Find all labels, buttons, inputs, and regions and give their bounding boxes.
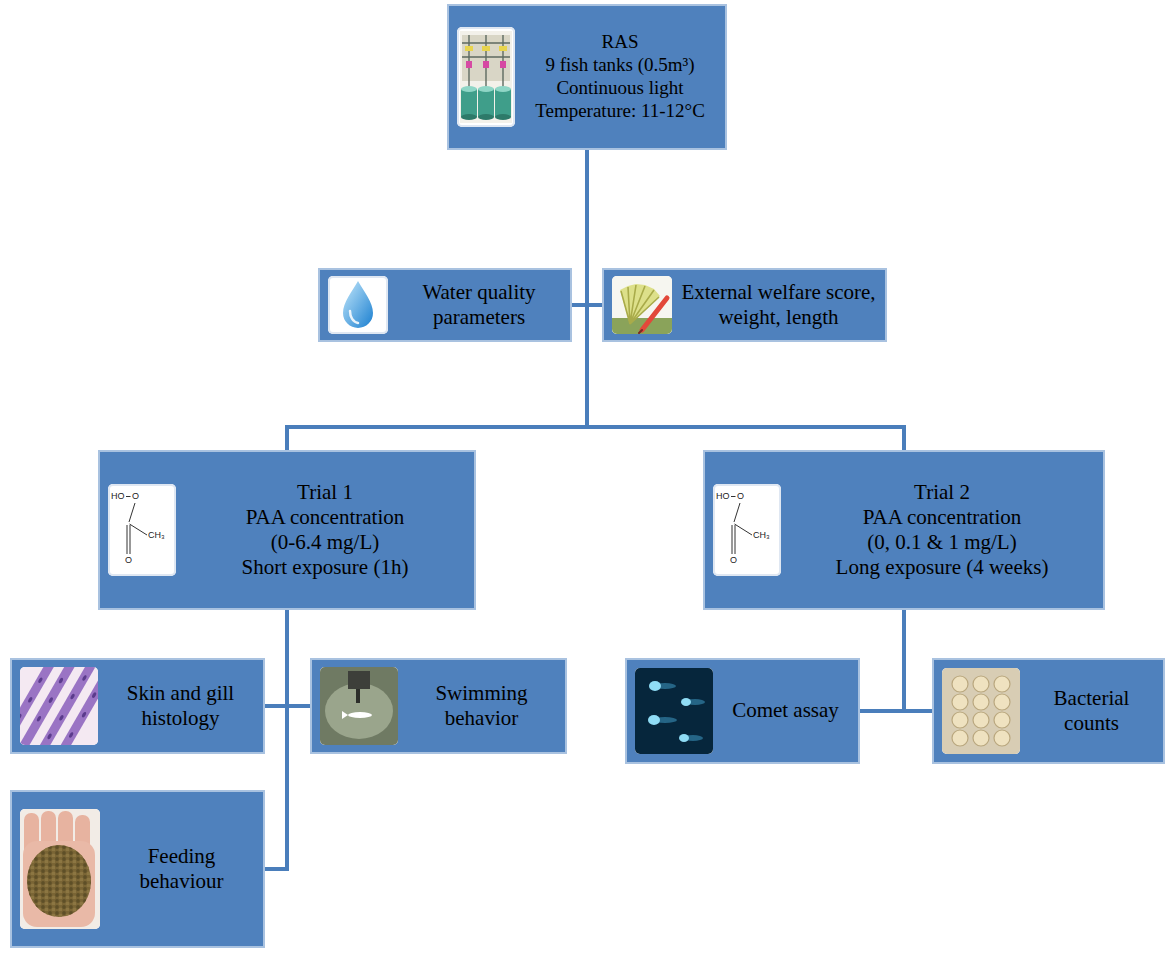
connector-line bbox=[265, 610, 287, 869]
box-heading: RAS bbox=[602, 31, 639, 54]
icon-picture: HO O O CH₃ bbox=[108, 484, 176, 576]
icon-picture: HO O O CH₃ bbox=[713, 484, 781, 576]
box-text: Bacterial counts bbox=[1028, 686, 1155, 736]
atom-label: O bbox=[730, 556, 737, 565]
text-column: RAS9 fish tanks (0.5m³)Continuous lightT… bbox=[523, 31, 717, 122]
trial-box: HO O O CH₃ Trial 1PAA concentration(0-6.4 mg… bbox=[98, 450, 476, 610]
icon-picture bbox=[328, 276, 388, 334]
text-column: Feeding behaviour bbox=[108, 844, 255, 894]
atom-label: CH₃ bbox=[753, 531, 770, 540]
text-column: Comet assay bbox=[721, 698, 850, 723]
text-column: Skin and gill histology bbox=[106, 681, 255, 731]
connector-line bbox=[860, 610, 904, 711]
connector-line bbox=[587, 150, 904, 450]
icon-illustration bbox=[20, 667, 98, 745]
icon-picture bbox=[612, 276, 672, 334]
connector-line bbox=[287, 150, 587, 450]
icon-picture bbox=[320, 667, 398, 745]
box-text: (0, 0.1 & 1 mg/L) bbox=[867, 530, 1016, 555]
box-text: 9 fish tanks (0.5m³) bbox=[545, 54, 694, 77]
box-text: Temperature: 11-12°C bbox=[535, 100, 705, 123]
icon-picture bbox=[942, 668, 1020, 754]
box-text: Skin and gill histology bbox=[106, 681, 255, 731]
atom-label: O bbox=[132, 492, 139, 501]
icon-illustration bbox=[612, 276, 672, 334]
icon-illustration bbox=[328, 276, 388, 334]
connector-line bbox=[287, 610, 310, 706]
box-text: PAA concentration bbox=[246, 505, 404, 530]
box-text: (0-6.4 mg/L) bbox=[271, 530, 379, 555]
connector-line bbox=[572, 150, 587, 305]
text-column: Bacterial counts bbox=[1028, 686, 1155, 736]
box-text: External welfare score, weight, length bbox=[680, 280, 877, 330]
icon-picture bbox=[20, 809, 100, 929]
text-column: External welfare score, weight, length bbox=[680, 280, 877, 330]
connector-line bbox=[587, 150, 602, 305]
box-text: Comet assay bbox=[732, 698, 839, 723]
analysis-box: Feeding behaviour bbox=[10, 790, 265, 948]
box-text: PAA concentration bbox=[863, 505, 1021, 530]
icon-illustration bbox=[20, 809, 100, 929]
icon-illustration bbox=[635, 668, 713, 754]
box-heading: Trial 2 bbox=[914, 480, 970, 505]
icon-picture bbox=[457, 27, 515, 127]
text-column: Water quality parameters bbox=[396, 280, 562, 330]
box-text: Long exposure (4 weeks) bbox=[836, 555, 1049, 580]
analysis-box: Swimming behavior bbox=[310, 658, 567, 754]
atom-label: HO bbox=[111, 492, 125, 501]
connector-line bbox=[904, 610, 932, 711]
atom-label: O bbox=[737, 492, 744, 501]
atom-label: CH₃ bbox=[148, 531, 165, 540]
box-text: Water quality parameters bbox=[396, 280, 562, 330]
icon-illustration bbox=[942, 668, 1020, 754]
box-text: Continuous light bbox=[556, 77, 683, 100]
box-text: Swimming behavior bbox=[406, 681, 557, 731]
atom-label: O bbox=[125, 556, 132, 565]
text-column: Trial 2PAA concentration(0, 0.1 & 1 mg/L… bbox=[789, 480, 1095, 581]
box-text: Feeding behaviour bbox=[108, 844, 255, 894]
system-box: RAS9 fish tanks (0.5m³)Continuous lightT… bbox=[447, 4, 727, 150]
icon-illustration bbox=[320, 667, 398, 745]
atom-label: HO bbox=[716, 492, 730, 501]
box-text: Short exposure (1h) bbox=[242, 555, 409, 580]
trial-box: HO O O CH₃ Trial 2PAA concentration(0, 0.1 &… bbox=[703, 450, 1105, 610]
analysis-box: Comet assay bbox=[625, 658, 860, 764]
text-column: Swimming behavior bbox=[406, 681, 557, 731]
measure-box: External welfare score, weight, length bbox=[602, 268, 887, 342]
text-column: Trial 1PAA concentration(0-6.4 mg/L)Shor… bbox=[184, 480, 466, 581]
icon-picture bbox=[20, 667, 98, 745]
box-heading: Trial 1 bbox=[297, 480, 353, 505]
analysis-box: Skin and gill histology bbox=[10, 658, 265, 754]
icon-picture bbox=[635, 668, 713, 754]
connector-line bbox=[265, 610, 287, 706]
analysis-box: Bacterial counts bbox=[932, 658, 1165, 764]
icon-illustration bbox=[457, 27, 515, 127]
measure-box: Water quality parameters bbox=[318, 268, 572, 342]
